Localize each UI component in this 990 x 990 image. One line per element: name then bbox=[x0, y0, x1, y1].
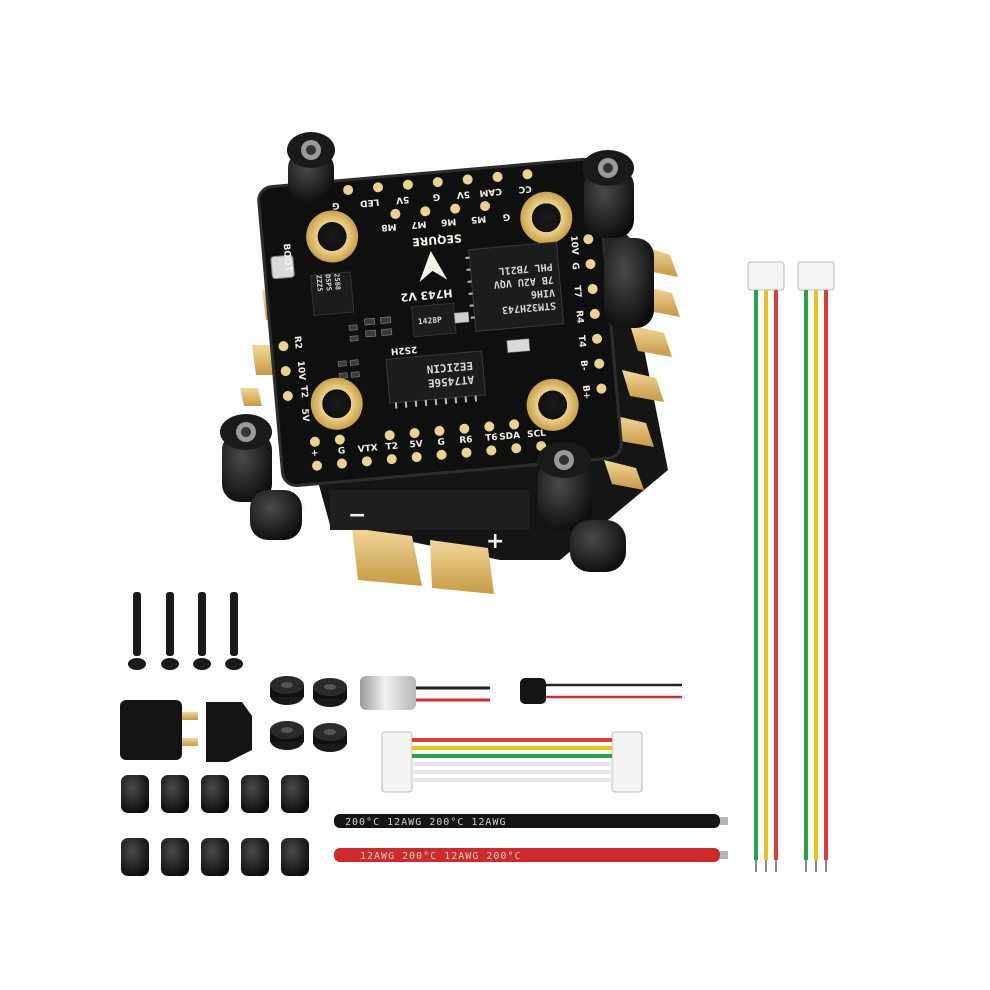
smd-components bbox=[337, 311, 531, 379]
fc-stack: − + 3 G LED 5V bbox=[220, 132, 680, 594]
svg-text:DSPS: DSPS bbox=[323, 274, 332, 291]
brand-name: SEQURE bbox=[412, 231, 463, 248]
svg-text:G: G bbox=[437, 437, 445, 448]
svg-text:SCL: SCL bbox=[527, 429, 547, 441]
mount-hole-top-left bbox=[306, 210, 359, 263]
svg-text:M8: M8 bbox=[381, 221, 397, 232]
left-pad-labels: BOOT R2 10V T2 5V bbox=[281, 243, 311, 422]
left-pad-column bbox=[278, 341, 293, 401]
top-pad-row bbox=[343, 169, 533, 219]
screws bbox=[128, 592, 243, 670]
esc-minus-label: − bbox=[348, 503, 366, 528]
sensor-chip bbox=[309, 271, 355, 316]
svg-text:AT7456E: AT7456E bbox=[427, 373, 474, 390]
svg-text:G: G bbox=[332, 200, 340, 211]
red-power-wire: 12AWG 200°C 12AWG 200°C bbox=[334, 848, 728, 862]
svg-text:M5: M5 bbox=[470, 213, 486, 224]
svg-text:2588: 2588 bbox=[332, 273, 341, 290]
standoff-bottom-left bbox=[220, 414, 302, 540]
svg-text:T7: T7 bbox=[571, 285, 582, 298]
svg-text:T6: T6 bbox=[485, 433, 498, 444]
capacitor bbox=[360, 676, 490, 710]
grommets bbox=[121, 775, 309, 876]
svg-text:PHL 7B21L: PHL 7B21L bbox=[498, 260, 553, 276]
svg-text:BOOT: BOOT bbox=[281, 243, 294, 273]
svg-text:10V: 10V bbox=[568, 235, 580, 255]
svg-text:+: + bbox=[311, 449, 319, 460]
black-wire-print: 200°C 12AWG 200°C 12AWG bbox=[345, 817, 506, 828]
svg-text:R2: R2 bbox=[292, 336, 303, 350]
mount-hole-top-right bbox=[520, 191, 573, 244]
svg-text:7B A2U VQV: 7B A2U VQV bbox=[493, 273, 554, 289]
boot-button bbox=[270, 254, 295, 280]
svg-text:LED: LED bbox=[360, 196, 380, 208]
svg-text:G: G bbox=[569, 262, 580, 270]
svg-text:B-: B- bbox=[578, 360, 589, 372]
esc-power-pad-minus bbox=[352, 528, 422, 586]
svg-text:10V: 10V bbox=[295, 360, 307, 380]
svg-text:R6: R6 bbox=[459, 435, 473, 446]
esc-power-pad-plus bbox=[430, 540, 494, 594]
svg-text:R4: R4 bbox=[574, 310, 585, 324]
esc-plus-label: + bbox=[486, 529, 504, 554]
standoff-bottom-right bbox=[537, 442, 626, 572]
buzzer bbox=[520, 678, 682, 704]
bottom-pad-labels: + G VTX T2 5V G R6 T6 SDA SCL bbox=[311, 429, 547, 460]
svg-text:M7: M7 bbox=[411, 218, 427, 229]
svg-text:SDA: SDA bbox=[499, 431, 521, 443]
svg-text:G: G bbox=[432, 191, 440, 202]
jst-cable-1 bbox=[747, 261, 785, 872]
brand-logo-icon bbox=[419, 250, 448, 283]
mcu-chip: STM32H743 VIH6 7B A2U VQV PHL 7B21L bbox=[465, 241, 565, 332]
svg-text:G: G bbox=[502, 211, 510, 222]
svg-text:G: G bbox=[337, 446, 345, 457]
board-name: H743 V2 bbox=[400, 286, 453, 303]
svg-text:5V: 5V bbox=[456, 188, 470, 199]
mount-hole-bottom-right bbox=[526, 378, 579, 431]
svg-text:5V: 5V bbox=[409, 439, 423, 450]
red-wire-print: 12AWG 200°C 12AWG 200°C bbox=[360, 851, 521, 862]
svg-text:CC: CC bbox=[518, 183, 532, 194]
svg-text:CAM: CAM bbox=[479, 186, 502, 198]
svg-text:STM32H743: STM32H743 bbox=[501, 299, 556, 315]
right-pad-labels: 10V G T7 R4 T4 B- B+ bbox=[568, 235, 591, 400]
svg-text:M6: M6 bbox=[441, 216, 457, 227]
svg-text:T4: T4 bbox=[576, 335, 587, 348]
black-power-wire: 200°C 12AWG 200°C 12AWG bbox=[334, 814, 728, 828]
jst-cable-2 bbox=[797, 261, 835, 872]
svg-text:EE2ICIN: EE2ICIN bbox=[426, 359, 473, 376]
ribbon-cable bbox=[381, 731, 643, 793]
top-pad-labels: G LED 5V G 5V CAM CC M8 M7 M6 M5 G bbox=[332, 183, 532, 232]
mount-hole-bottom-left bbox=[310, 377, 363, 430]
svg-text:T2: T2 bbox=[385, 442, 398, 453]
standoff-top-right bbox=[582, 150, 654, 328]
esc-pad-number: 3 bbox=[298, 501, 306, 515]
svg-text:VIH6: VIH6 bbox=[530, 286, 555, 299]
tiny-marking: 2S2H bbox=[390, 344, 417, 356]
lock-nuts bbox=[270, 676, 347, 752]
standoff-top-left bbox=[287, 132, 335, 202]
small-chip-label: 1428P bbox=[417, 315, 442, 326]
bottom-pad-row bbox=[309, 419, 547, 471]
osd-chip: AT7456E EE2ICIN bbox=[385, 350, 487, 409]
standoff-posts bbox=[220, 132, 654, 572]
svg-text:5V: 5V bbox=[395, 194, 409, 205]
svg-text:B+: B+ bbox=[580, 385, 591, 400]
xt60-connector bbox=[120, 700, 252, 762]
fc-board: G LED 5V G 5V CAM CC M8 M7 M6 M5 G bbox=[257, 157, 623, 488]
svg-text:5V: 5V bbox=[299, 408, 310, 422]
svg-text:T2: T2 bbox=[298, 385, 309, 398]
svg-text:ZZZ5: ZZZ5 bbox=[314, 275, 323, 292]
right-pad-column bbox=[583, 234, 607, 394]
svg-text:VTX: VTX bbox=[357, 443, 378, 455]
